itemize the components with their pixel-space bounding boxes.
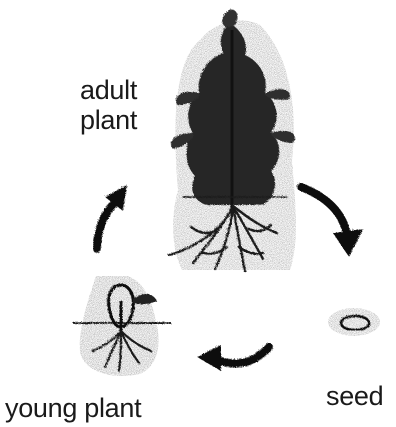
label-adult-line1: adult [80,75,190,105]
cycle-arrow-icon [196,344,268,370]
cycle-arrow-icon [300,186,362,256]
young-plant-icon [72,276,170,376]
seed-icon [328,308,380,336]
adult-plant-icon [168,9,296,270]
label-adult-plant: adult plant [80,75,190,135]
label-young-plant: young plant [5,393,141,423]
label-adult-line2: plant [80,105,190,135]
cycle-arrow-icon [96,184,126,248]
label-seed: seed [326,381,383,411]
